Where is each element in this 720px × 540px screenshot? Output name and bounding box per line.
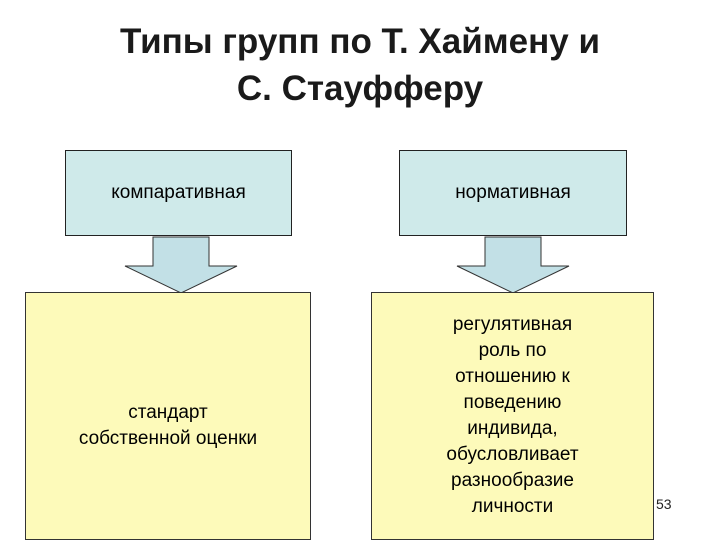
normative-type-box: нормативная	[399, 150, 627, 236]
slide-title-line-1: Типы групп по Т. Хаймену и	[120, 22, 600, 61]
down-arrow-left-icon	[124, 236, 238, 294]
normative-description-text: регулятивная роль по отношению к поведен…	[446, 314, 579, 517]
slide-title-line-2: С. Стауфферу	[236, 69, 484, 108]
comparative-type-label: компаративная	[111, 182, 246, 203]
slide-number: 53	[656, 496, 672, 512]
normative-description-box: регулятивная роль по отношению к поведен…	[371, 292, 654, 540]
slide-title: Типы групп по Т. Хаймену и С. Стауфферу	[0, 18, 720, 112]
comparative-type-box: компаративная	[65, 150, 292, 236]
down-arrow-right-icon	[456, 236, 570, 294]
comparative-description-box: стандарт собственной оценки	[25, 292, 311, 540]
normative-type-label: нормативная	[455, 182, 571, 203]
comparative-description-text: стандарт собственной оценки	[78, 402, 258, 449]
